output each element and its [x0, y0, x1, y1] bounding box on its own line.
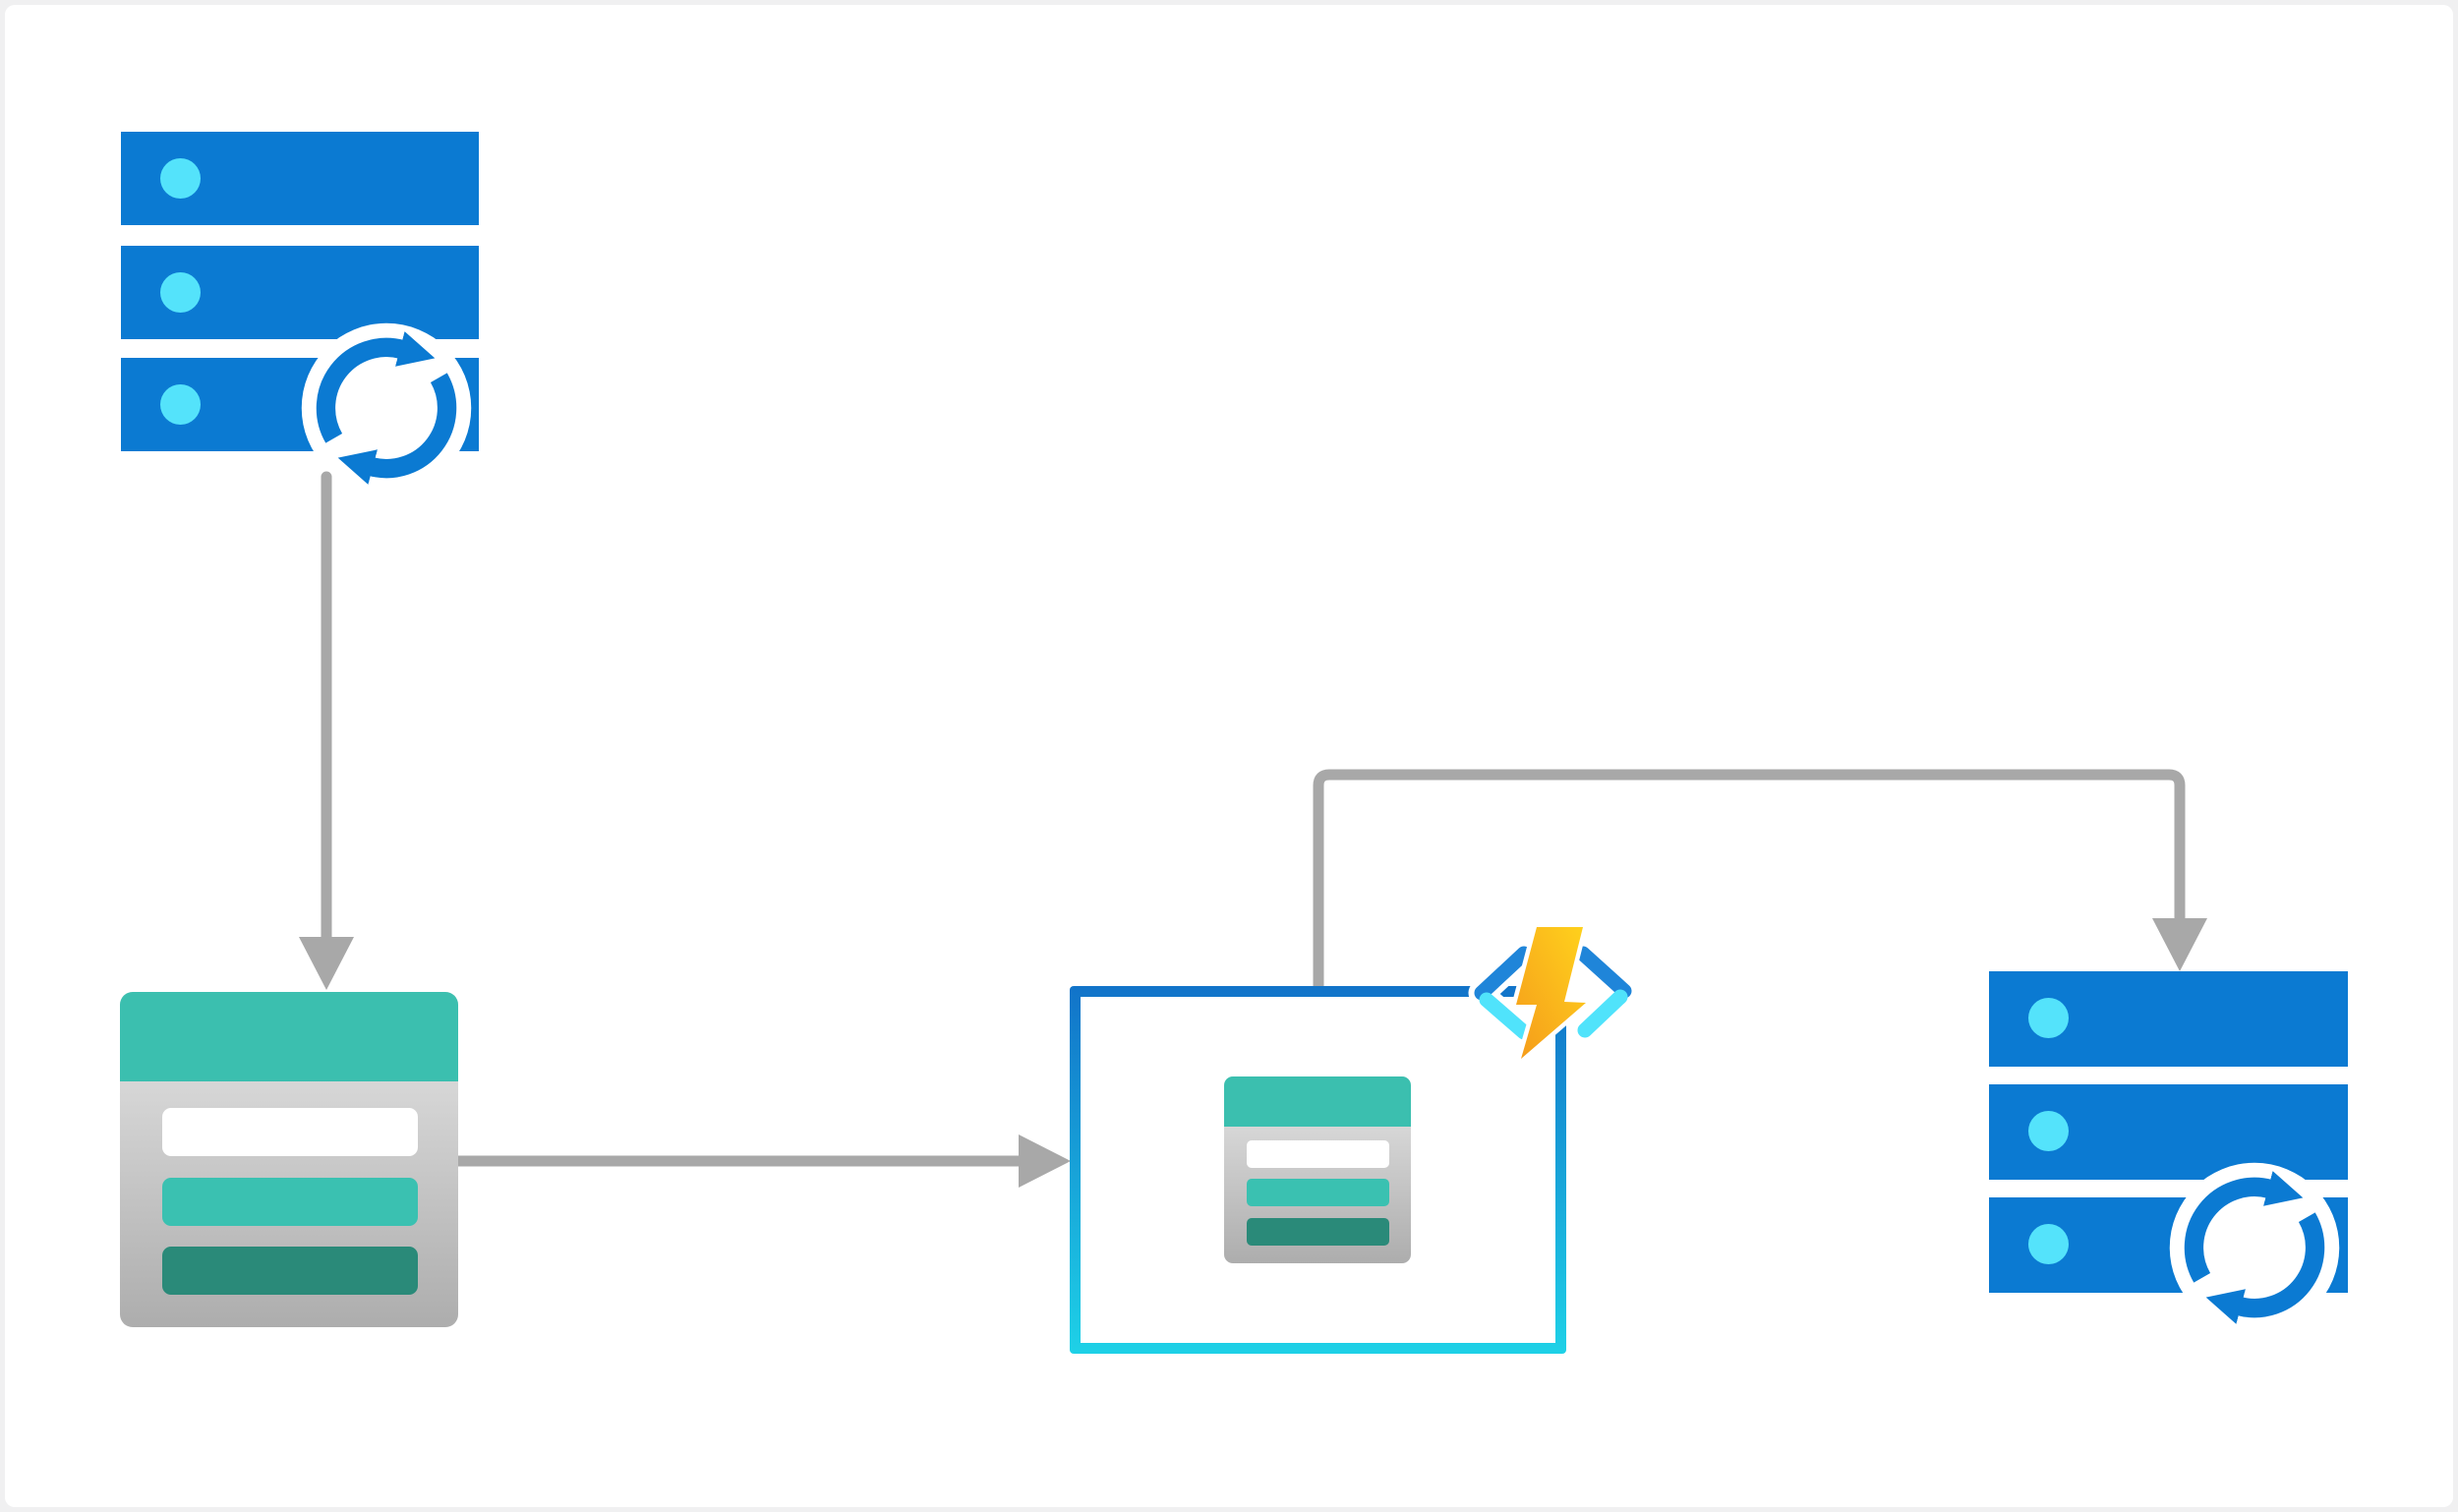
node-queue-table	[120, 992, 458, 1327]
queue-row-dark-teal	[162, 1247, 418, 1295]
queue-header-band	[120, 992, 458, 1081]
server-led-dot	[2028, 998, 2069, 1038]
server-led-dot	[160, 384, 201, 425]
edge-source-to-queue	[299, 471, 354, 990]
queue-row-white	[1247, 1140, 1389, 1168]
server-led-dot	[2028, 1224, 2069, 1264]
queue-row-teal	[162, 1178, 418, 1226]
server-led-dot	[2028, 1111, 2069, 1151]
queue-header-band	[1224, 1076, 1411, 1127]
node-target-database	[1989, 971, 2348, 1335]
function-queue-table-icon	[1224, 1076, 1411, 1263]
server-led-dot	[160, 158, 201, 199]
queue-row-dark-teal	[1247, 1218, 1389, 1246]
queue-row-white	[162, 1108, 418, 1156]
server-rack-row	[121, 132, 479, 225]
server-led-dot	[160, 272, 201, 313]
sync-arrows-icon	[2169, 1162, 2340, 1333]
edge-queue-to-function	[449, 1134, 1071, 1188]
node-source-database	[121, 132, 479, 495]
lightning-bolt	[1511, 922, 1591, 1064]
queue-row-teal	[1247, 1179, 1389, 1206]
left-bracket-lower	[1479, 992, 1532, 1040]
right-bracket-upper	[1575, 946, 1632, 999]
functions-brackets	[1474, 946, 1632, 1040]
left-bracket-upper	[1474, 946, 1532, 1001]
sync-arrows-icon	[301, 322, 472, 494]
server-rack-row	[1989, 1084, 2348, 1180]
azure-functions-icon	[1468, 922, 1638, 1064]
right-bracket-lower	[1577, 989, 1628, 1038]
server-rack-row	[121, 246, 479, 339]
edge-function-to-target	[1313, 769, 2207, 989]
server-rack-row	[1989, 971, 2348, 1067]
